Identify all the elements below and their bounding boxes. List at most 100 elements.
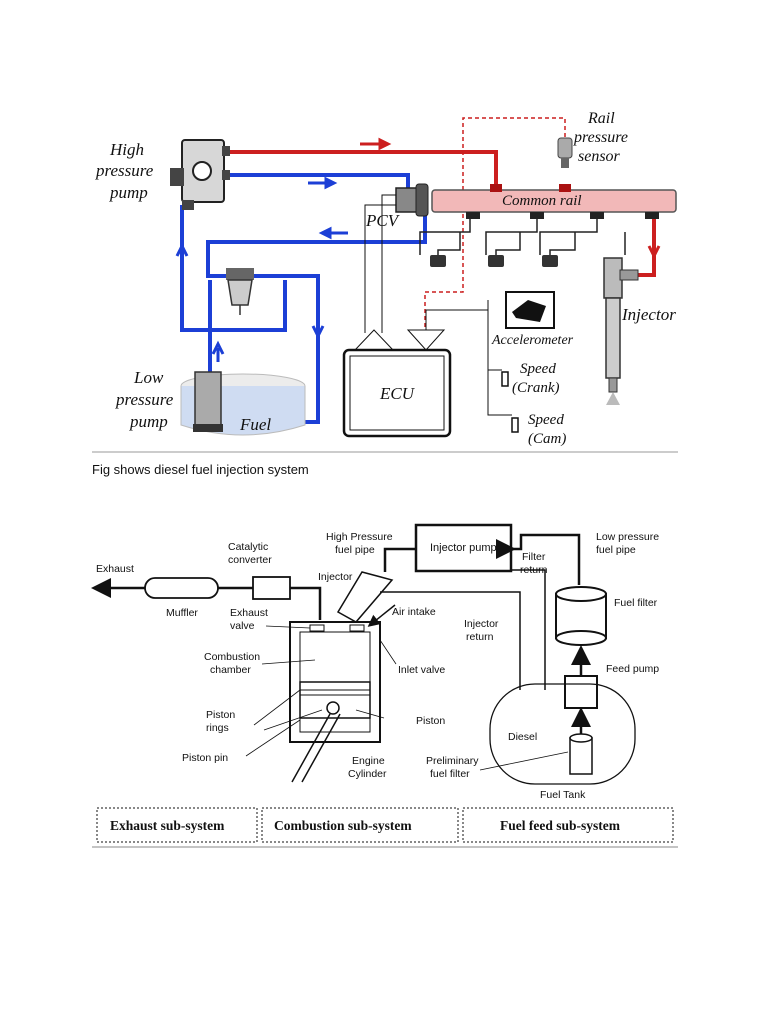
label-speed-cam-1: Speed bbox=[528, 412, 564, 428]
exhaust-pipe-1 bbox=[290, 586, 322, 620]
label-injector: Injector bbox=[621, 305, 676, 324]
return-pipe bbox=[206, 215, 427, 424]
label-low-pressure-pump-3: pump bbox=[129, 412, 168, 431]
label-piston-rings-2: rings bbox=[206, 722, 229, 734]
ecu-signal-lines bbox=[354, 194, 512, 416]
label-exhaust-valve-1: Exhaust bbox=[230, 607, 268, 619]
supply-pipe bbox=[180, 205, 212, 332]
subsystem-label-fuel-feed: Fuel feed sub-system bbox=[500, 818, 621, 833]
flow-arrow-blue-right bbox=[308, 176, 338, 190]
filter-outlet-pipe bbox=[210, 280, 287, 332]
label-high-pressure-fuel-pipe-2: fuel pipe bbox=[335, 544, 375, 556]
label-rail-pressure-sensor-3: sensor bbox=[578, 148, 621, 165]
flow-arrow-blue-up bbox=[175, 242, 189, 265]
label-exhaust-valve-2: valve bbox=[230, 620, 255, 632]
label-preliminary-fuel-filter-2: fuel filter bbox=[430, 768, 470, 780]
low-pressure-fuel-pipe bbox=[496, 533, 581, 585]
pump-to-pcv-pipe bbox=[225, 173, 410, 188]
label-fuel-tank: Fuel Tank bbox=[540, 789, 586, 801]
label-high-pressure-pump-2: pressure bbox=[95, 161, 154, 180]
label-combustion-chamber-1: Combustion bbox=[204, 651, 260, 663]
injector-nozzle-icon bbox=[336, 571, 394, 623]
label-speed-crank-2: (Crank) bbox=[512, 380, 560, 396]
subsystem-box-exhaust bbox=[96, 807, 258, 843]
label-low-pressure-pump-2: pressure bbox=[115, 390, 174, 409]
label-preliminary-fuel-filter-1: Preliminary bbox=[426, 755, 479, 767]
high-pressure-fuel-pipe bbox=[383, 547, 416, 572]
high-pressure-pipe bbox=[225, 150, 498, 188]
air-intake-arrow bbox=[367, 604, 396, 627]
label-injector: Injector bbox=[318, 571, 353, 583]
subsystem-label-combustion: Combustion sub-system bbox=[274, 818, 412, 833]
label-injector-return-2: return bbox=[466, 631, 494, 643]
flow-arrow-red-down bbox=[647, 240, 661, 260]
fuel-filter-icon bbox=[226, 268, 254, 315]
filter-return-line bbox=[511, 569, 546, 585]
figure-caption: Fig shows diesel fuel injection system bbox=[92, 462, 309, 477]
flow-arrow-blue-left bbox=[318, 226, 348, 240]
label-filter-return-1: Filter bbox=[522, 551, 546, 563]
flow-arrow-blue-down bbox=[311, 318, 325, 340]
label-fuel: Fuel bbox=[239, 415, 271, 434]
label-rail-pressure-sensor-1: Rail bbox=[587, 110, 615, 127]
small-injector-icons bbox=[430, 255, 558, 267]
flow-arrow-red bbox=[360, 137, 392, 151]
label-catalytic-converter-2: converter bbox=[228, 554, 272, 566]
catalytic-converter-box bbox=[252, 576, 291, 600]
engine-cylinder-icon bbox=[289, 621, 381, 783]
label-piston-pin: Piston pin bbox=[182, 752, 228, 764]
injector-return-line bbox=[380, 591, 521, 690]
label-combustion-chamber-2: chamber bbox=[210, 664, 251, 676]
sensor-signal-line bbox=[424, 117, 566, 330]
figure-common-rail-system: High pressure pump Rail pressure sensor … bbox=[92, 110, 678, 453]
label-accelerometer: Accelerometer bbox=[491, 333, 574, 348]
label-catalytic-converter-1: Catalytic bbox=[228, 541, 268, 553]
label-filter-return-2: return bbox=[520, 564, 548, 576]
injector-pump-box bbox=[414, 523, 513, 573]
high-pressure-pump-icon bbox=[170, 139, 230, 210]
label-low-pressure-pump-1: Low bbox=[133, 368, 164, 387]
feed-pump-box bbox=[564, 675, 598, 709]
label-injector-return-1: Injector bbox=[464, 618, 499, 630]
accelerometer-icon bbox=[505, 291, 555, 329]
label-piston: Piston bbox=[416, 715, 445, 727]
fuel-tank-outline bbox=[489, 683, 636, 785]
label-ecu: ECU bbox=[379, 384, 416, 403]
label-speed-cam-2: (Cam) bbox=[528, 431, 566, 447]
label-diesel: Diesel bbox=[508, 731, 537, 743]
ecu-box bbox=[342, 348, 452, 438]
label-engine-cylinder-2: Cylinder bbox=[348, 768, 387, 780]
label-air-intake: Air intake bbox=[392, 606, 436, 618]
label-engine-cylinder-1: Engine bbox=[352, 755, 385, 767]
label-common-rail: Common rail bbox=[502, 193, 582, 209]
label-low-pressure-fuel-pipe-1: Low pressure bbox=[596, 531, 659, 543]
label-feed-pump: Feed pump bbox=[606, 663, 659, 675]
fuel-filter-cylinder bbox=[555, 586, 607, 646]
label-high-pressure-fuel-pipe-1: High Pressure bbox=[326, 531, 393, 543]
label-pcv: PCV bbox=[365, 211, 401, 230]
label-speed-crank-1: Speed bbox=[520, 361, 556, 377]
label-high-pressure-pump-3: pump bbox=[109, 183, 148, 202]
label-muffler: Muffler bbox=[166, 607, 198, 619]
injector-icon bbox=[603, 257, 639, 405]
label-pointer-lines bbox=[245, 625, 569, 771]
label-injector-pump: Injector pump bbox=[430, 542, 497, 554]
speed-sensor-icons bbox=[501, 371, 519, 433]
flow-arrow-blue-up-2 bbox=[211, 340, 225, 362]
label-fuel-filter: Fuel filter bbox=[614, 597, 658, 609]
pcv-valve-icon bbox=[395, 183, 429, 217]
label-inlet-valve: Inlet valve bbox=[398, 664, 445, 676]
rail-pressure-sensor-icon bbox=[557, 137, 573, 168]
label-exhaust: Exhaust bbox=[96, 563, 134, 575]
common-rail-icon bbox=[431, 184, 677, 219]
figure-fuel-system-schematic: Exhaust Muffler Catalytic converter Exha… bbox=[91, 519, 678, 848]
subsystem-box-combustion bbox=[261, 807, 459, 843]
subsystem-box-fuel-feed bbox=[462, 807, 674, 843]
label-low-pressure-fuel-pipe-2: fuel pipe bbox=[596, 544, 636, 556]
subsystem-label-exhaust: Exhaust sub-system bbox=[110, 818, 225, 833]
label-piston-rings-1: Piston bbox=[206, 709, 235, 721]
preliminary-filter-cylinder bbox=[569, 733, 593, 775]
muffler-shape bbox=[144, 577, 219, 599]
fuel-tank-icon bbox=[180, 371, 306, 436]
